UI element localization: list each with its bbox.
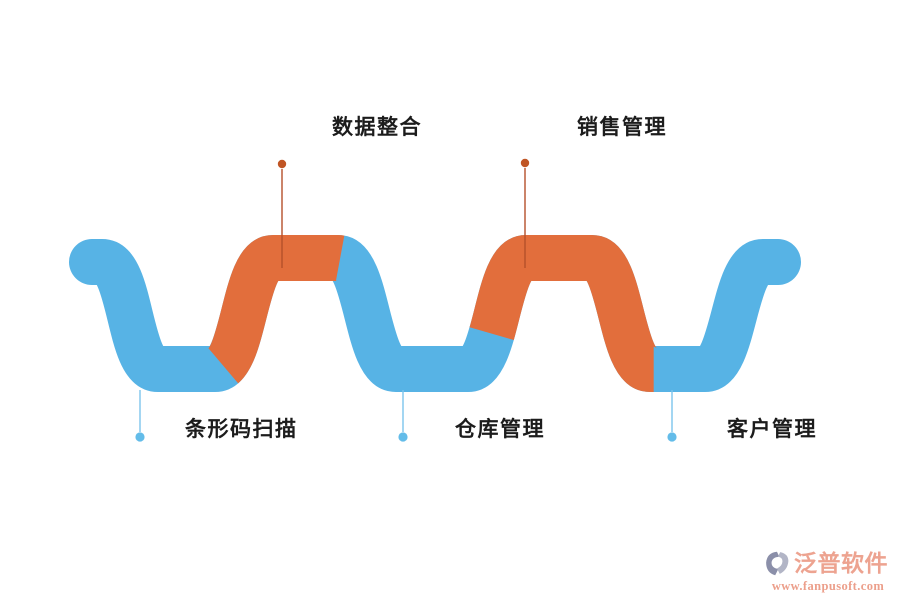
- callout-dot: [398, 432, 408, 442]
- wave-path-blue: [69, 235, 801, 392]
- step-label-customer-management: 客户管理: [727, 418, 817, 441]
- step-label-sales-management: 销售管理: [577, 116, 667, 139]
- callout-dot: [520, 158, 530, 168]
- watermark-brand: 泛普软件: [794, 549, 888, 576]
- step-label-data-integration: 数据整合: [332, 116, 422, 139]
- watermark-url: www.fanpusoft.com: [771, 579, 885, 593]
- fanpu-watermark: 泛普软件 www.fanpusoft.com: [762, 548, 894, 594]
- callout-dot: [135, 432, 145, 442]
- callout-data-integration: [277, 159, 287, 268]
- callout-warehouse-management: [398, 390, 408, 442]
- callout-sales-management: [520, 158, 530, 268]
- step-label-warehouse-management: 仓库管理: [455, 418, 545, 441]
- callout-dot: [667, 432, 677, 442]
- fanpu-logo-icon: [766, 551, 789, 575]
- callout-customer-management: [667, 390, 677, 442]
- callout-barcode-scan: [135, 390, 145, 442]
- callout-dot: [277, 159, 287, 169]
- step-label-barcode-scan: 条形码扫描: [185, 418, 298, 441]
